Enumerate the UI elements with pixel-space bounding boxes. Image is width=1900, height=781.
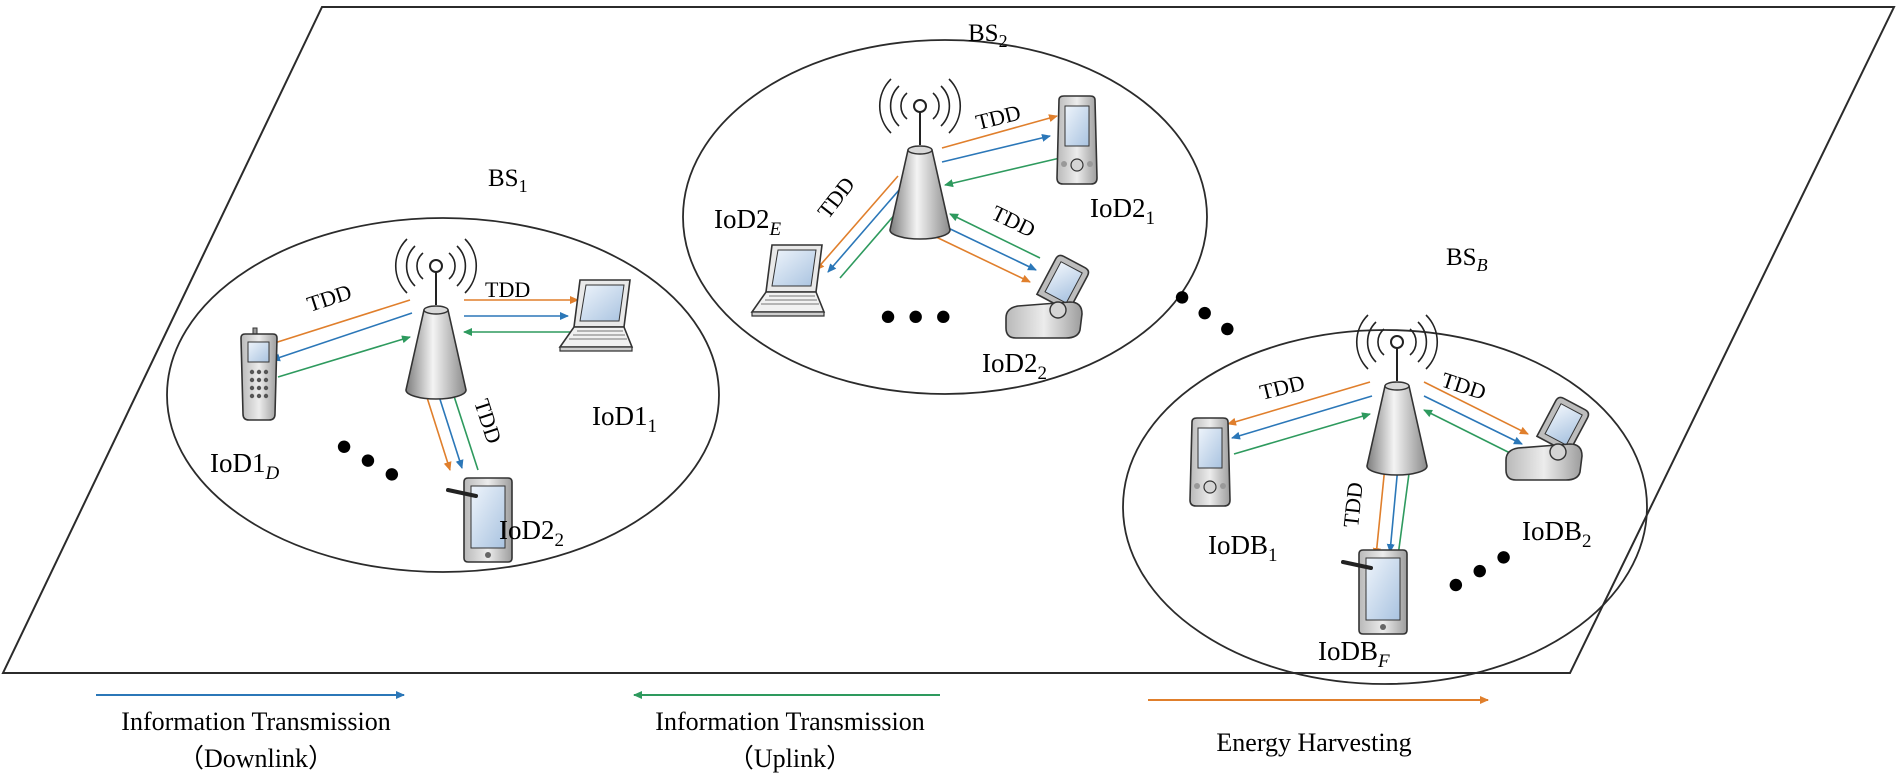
uplink-link: [1233, 412, 1371, 455]
downlink-link: [941, 133, 1051, 163]
cell-2-coverage: [682, 39, 1208, 395]
iod-label-cell1-tablet: IoD22: [499, 515, 564, 551]
bs-2-label: BS2: [968, 20, 1008, 51]
downlink-link: [943, 225, 1037, 271]
uplink-link: [277, 335, 411, 378]
energy-link: [815, 175, 899, 271]
downlink-link: [271, 312, 413, 362]
tdd-label: TDD: [1338, 481, 1368, 529]
iod-label-cell2-flip: IoD22: [982, 348, 1047, 384]
uplink-link: [944, 157, 1061, 188]
bs-1-label: BS1: [488, 165, 528, 196]
legend: Information Transmission （Downlink） Info…: [96, 691, 1489, 773]
uplink-link: [949, 213, 1041, 259]
downlink-link: [827, 181, 907, 273]
iod-label-cell1-phone: IoD1D: [210, 448, 280, 484]
legend-uplink-line1: Information Transmission: [655, 707, 924, 736]
uplink-link: [1423, 409, 1517, 457]
downlink-link: [436, 389, 464, 469]
iod-label-cell1-laptop: IoD11: [592, 401, 657, 437]
uplink-link: [450, 389, 479, 471]
pda-icon: [1189, 417, 1231, 507]
legend-downlink-line1: Information Transmission: [121, 707, 390, 736]
uplink-link: [1397, 465, 1413, 557]
bs-b-label: BSB: [1446, 244, 1488, 275]
downlink-link: [1231, 395, 1373, 440]
legend-downlink-line2: （Downlink）: [178, 744, 334, 773]
energy-link: [933, 235, 1031, 283]
cell-2: BS2 TDD TDD TDD IoD2E IoD21 IoD22 • • •: [714, 20, 1155, 384]
iod-label-cell3-flip: IoDB2: [1522, 516, 1592, 552]
iod-label-cell3-pda: IoDB1: [1208, 530, 1278, 566]
energy-link: [1227, 381, 1371, 426]
iod-label-cell3-tablet: IoDBF: [1318, 636, 1390, 672]
cell-1-links: [264, 296, 579, 471]
downlink-link: [1386, 465, 1399, 553]
more-devices-ellipsis: • • •: [880, 291, 951, 342]
cell-1-coverage: [166, 217, 720, 573]
iod-label-cell2-laptop: IoD2E: [714, 204, 782, 240]
energy-link: [423, 387, 452, 471]
energy-link: [264, 299, 411, 348]
cell-3-coverage: [1122, 329, 1648, 685]
downlink-link: [1423, 395, 1523, 445]
cell-2-links: [815, 114, 1061, 283]
cell-1: BS1 TDD TDD TDD IoD1D IoD11 IoD22 • • •: [210, 165, 657, 564]
mobile-phone-icon: [240, 327, 278, 421]
pda-icon: [1056, 95, 1098, 185]
legend-uplink-line2: （Uplink）: [728, 744, 852, 773]
legend-energy-line1: Energy Harvesting: [1216, 728, 1411, 757]
iod-label-cell2-pda: IoD21: [1090, 193, 1155, 229]
cell-3-links: [1227, 381, 1529, 557]
energy-link: [1372, 465, 1386, 557]
energy-link: [1423, 381, 1529, 435]
energy-link: [941, 114, 1058, 149]
tdd-label: TDD: [485, 277, 530, 302]
